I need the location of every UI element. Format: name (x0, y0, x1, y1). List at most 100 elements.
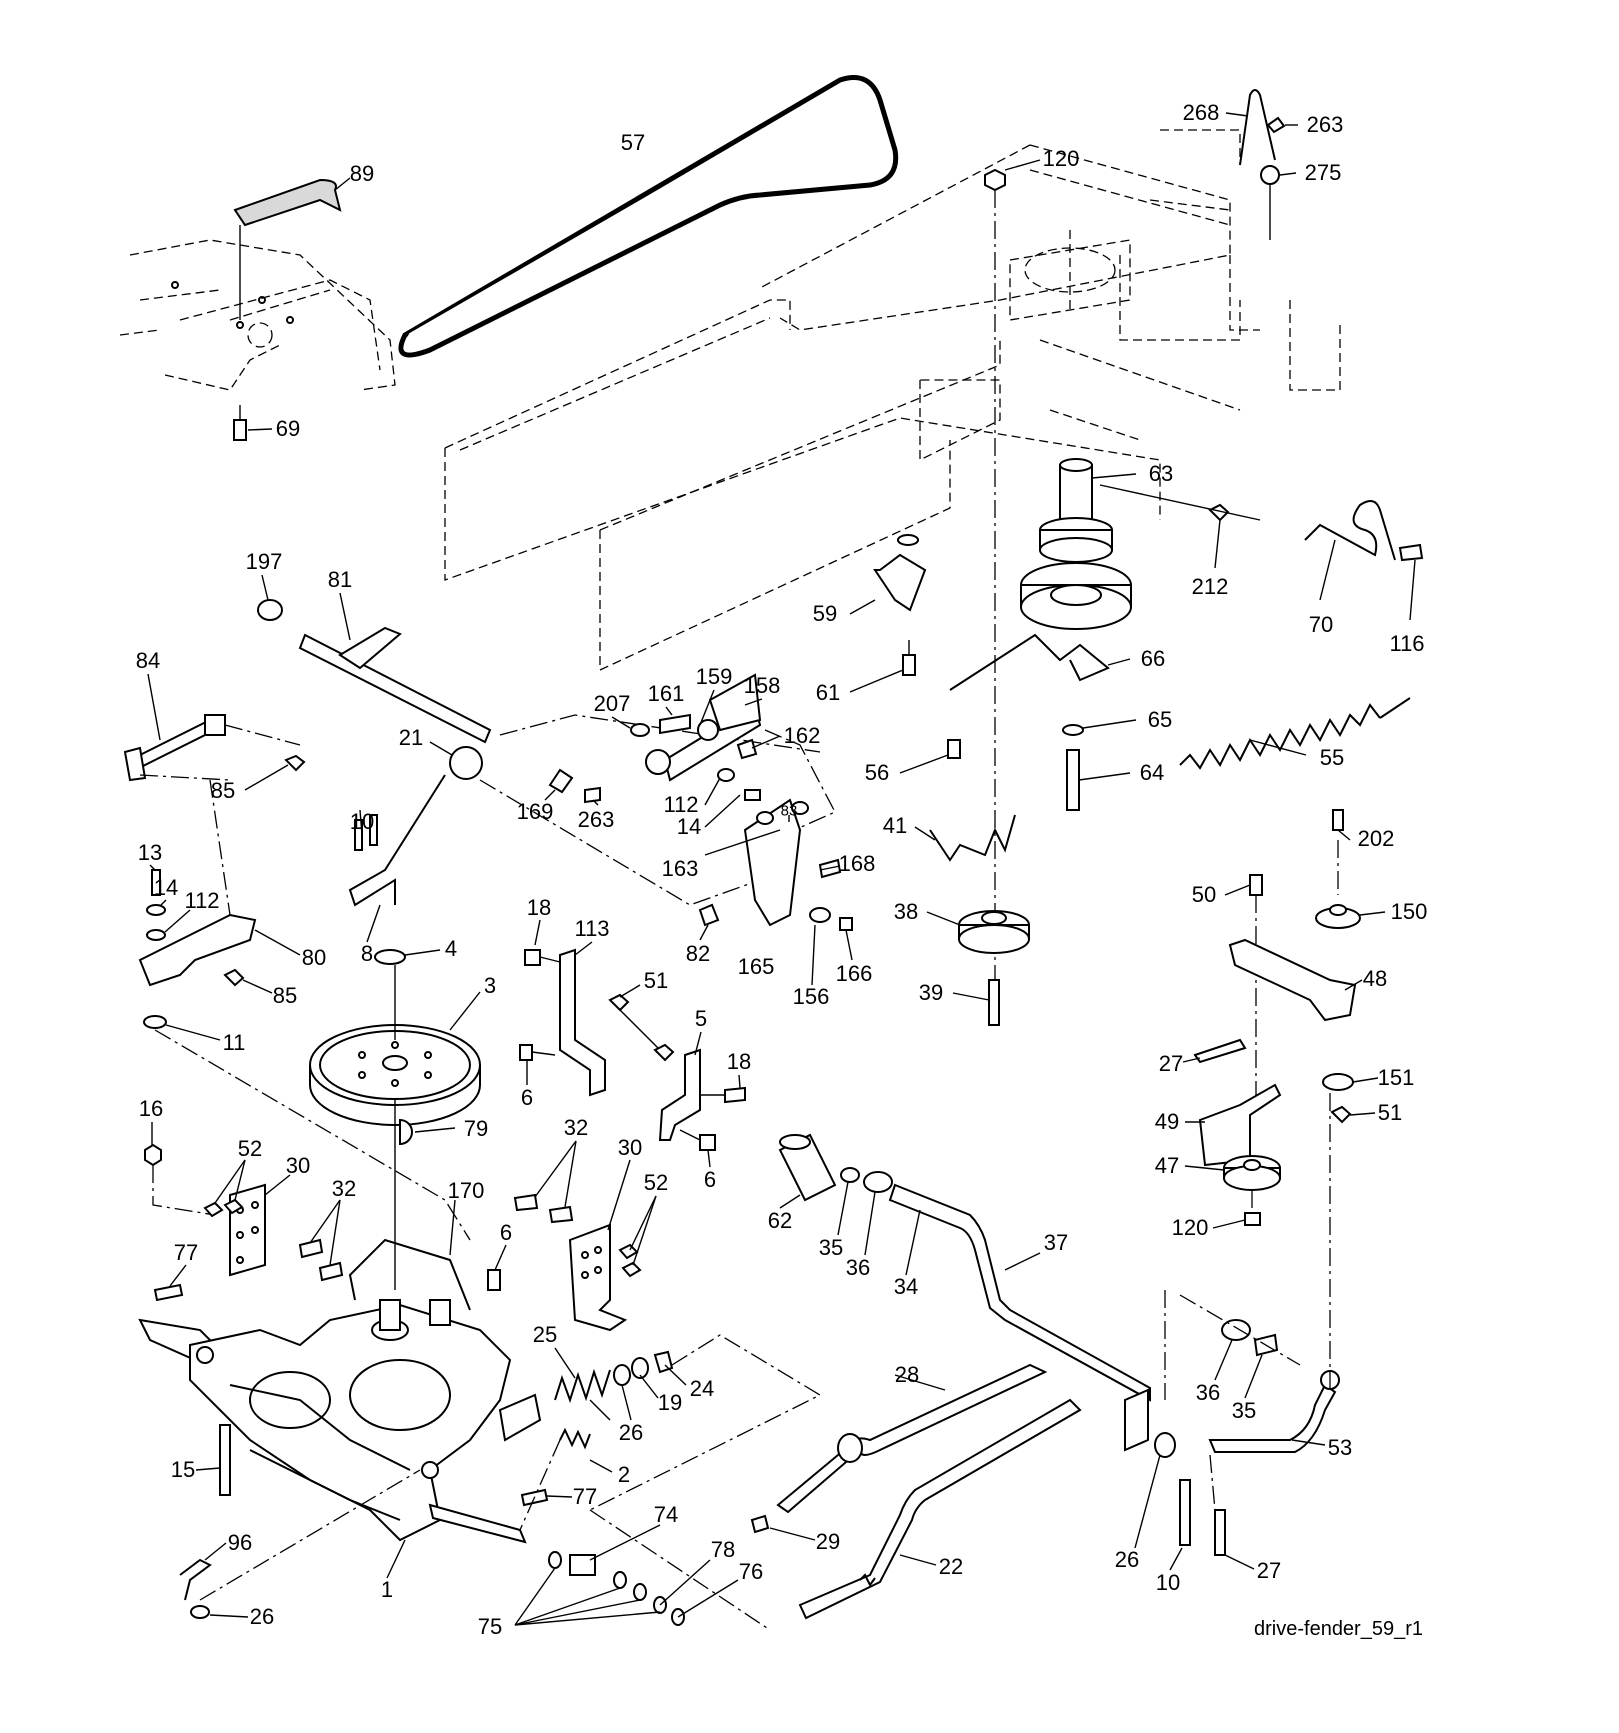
callout-77-low: 77 (572, 1484, 598, 1509)
callout-39: 39 (918, 980, 944, 1005)
callout-275: 275 (1304, 160, 1342, 185)
pulley-38 (958, 910, 1030, 954)
nut-120-top (984, 168, 1006, 192)
callout-84: 84 (135, 648, 161, 673)
callout-19: 19 (657, 1390, 683, 1415)
callout-79: 79 (463, 1116, 489, 1141)
callout-41: 41 (882, 813, 908, 838)
spring-55 (1179, 703, 1381, 770)
callout-36-mid: 36 (845, 1255, 871, 1280)
callout-64: 64 (1139, 760, 1165, 785)
callout-83: 83 (780, 802, 798, 820)
callout-4: 4 (444, 936, 458, 961)
knob-21 (449, 746, 483, 780)
callout-268: 268 (1182, 100, 1220, 125)
callout-49: 49 (1154, 1109, 1180, 1134)
callout-6-mid: 6 (520, 1085, 534, 1110)
bolt-69-shape (233, 419, 247, 441)
callout-82: 82 (685, 941, 711, 966)
callout-55: 55 (1319, 745, 1345, 770)
callout-163: 163 (661, 856, 699, 881)
callout-37: 37 (1043, 1230, 1069, 1255)
callout-6-left: 6 (499, 1220, 513, 1245)
callout-10-top: 10 (349, 809, 375, 834)
callout-35-right: 35 (1231, 1398, 1257, 1423)
part-89-shape (233, 178, 342, 227)
callout-85-left: 85 (272, 983, 298, 1008)
rod-34 (888, 1183, 1151, 1402)
callout-65: 65 (1147, 707, 1173, 732)
callout-52-left: 52 (237, 1136, 263, 1161)
arm-53 (1208, 1383, 1337, 1453)
callout-51-mid: 51 (643, 968, 669, 993)
callout-263-top: 263 (1306, 112, 1344, 137)
callout-32-left: 32 (331, 1176, 357, 1201)
pin-96 (179, 1558, 212, 1601)
callout-57: 57 (620, 130, 646, 155)
callout-51-right: 51 (1377, 1100, 1403, 1125)
callout-263-mid: 263 (577, 807, 615, 832)
callout-14-left: 14 (153, 875, 179, 900)
callout-63: 63 (1148, 461, 1174, 486)
transaxle-1 (138, 1299, 542, 1544)
callout-56: 56 (864, 760, 890, 785)
bracket-5 (658, 1048, 701, 1141)
callout-75: 75 (477, 1614, 503, 1639)
rod-22 (798, 1398, 1082, 1620)
spring-25 (554, 1368, 611, 1404)
callout-76: 76 (738, 1559, 764, 1584)
callout-81: 81 (327, 567, 353, 592)
part-268-shape (1239, 89, 1276, 166)
callout-24: 24 (689, 1376, 715, 1401)
callout-170: 170 (447, 1178, 485, 1203)
part-66-wire (949, 633, 1110, 691)
callout-26-mid: 26 (618, 1420, 644, 1445)
bracket-48 (1228, 938, 1357, 1022)
shaft-81 (257, 599, 492, 744)
callout-30-mid: 30 (617, 1135, 643, 1160)
plate-30-mid (513, 1193, 642, 1332)
callout-159: 159 (695, 664, 733, 689)
callout-112-left: 112 (184, 888, 220, 913)
callout-14-mid: 14 (676, 814, 702, 839)
callout-48: 48 (1362, 966, 1388, 991)
callout-66: 66 (1140, 646, 1166, 671)
bracket-165 (698, 798, 853, 931)
ring-4 (374, 949, 406, 965)
callout-202: 202 (1357, 826, 1395, 851)
callout-70: 70 (1308, 612, 1334, 637)
callout-151: 151 (1377, 1065, 1415, 1090)
callout-35-mid: 35 (818, 1235, 844, 1260)
callout-80: 80 (301, 945, 327, 970)
callout-22: 22 (938, 1554, 964, 1579)
callout-27-low: 27 (1256, 1558, 1282, 1583)
part-41-wire (929, 814, 1016, 862)
callout-89: 89 (349, 161, 375, 186)
callout-28: 28 (894, 1362, 920, 1387)
callout-61: 61 (815, 680, 841, 705)
callout-78: 78 (710, 1537, 736, 1562)
callout-47: 47 (1154, 1153, 1180, 1178)
callout-36-right: 36 (1195, 1380, 1221, 1405)
callout-52-mid: 52 (643, 1170, 669, 1195)
callout-10-low: 10 (1155, 1570, 1181, 1595)
spindle-pulley-63 (1020, 458, 1132, 630)
callout-116: 116 (1389, 631, 1425, 656)
callout-113: 113 (574, 916, 610, 941)
callout-53: 53 (1327, 1435, 1353, 1460)
callout-165: 165 (737, 954, 775, 979)
callout-15: 15 (170, 1457, 196, 1482)
callout-207: 207 (593, 691, 631, 716)
frame-chassis-outline (444, 129, 1341, 672)
lever-8 (348, 774, 446, 907)
callout-27-right: 27 (1158, 1051, 1184, 1076)
callout-38: 38 (893, 899, 919, 924)
callout-50: 50 (1191, 882, 1217, 907)
diagram-caption: drive-fender_59_r1 (1254, 1618, 1423, 1640)
drive-belt (398, 75, 899, 358)
callout-29: 29 (815, 1529, 841, 1554)
callout-158: 158 (743, 673, 781, 698)
callout-2: 2 (617, 1462, 631, 1487)
callout-26-left: 26 (249, 1604, 275, 1629)
